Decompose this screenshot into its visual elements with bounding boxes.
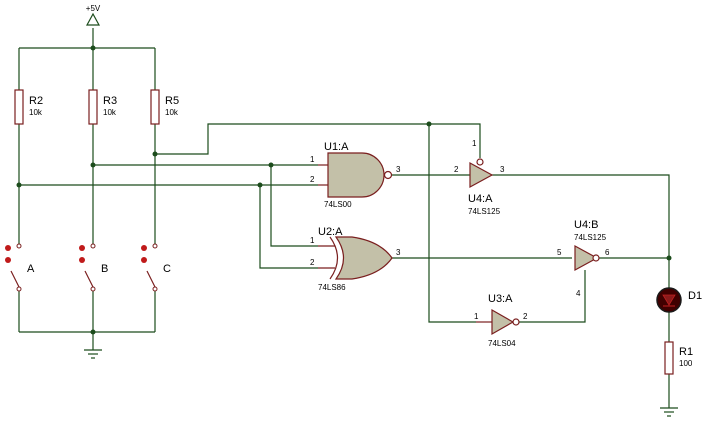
- pin-number: 2: [454, 165, 459, 174]
- resistor-ref: R3: [103, 95, 117, 107]
- switch-label: A: [27, 263, 35, 275]
- switch-label: C: [163, 263, 171, 275]
- switch-label: B: [101, 263, 108, 275]
- ground-symbol: [84, 349, 102, 359]
- pin-number: 1: [472, 139, 477, 148]
- gate-ref: U2:A: [318, 226, 343, 238]
- inverter-u3a: U3:A 74LS04 1 2: [474, 293, 528, 348]
- pin-number: 3: [396, 165, 401, 174]
- resistor-r5: R5 10k: [150, 89, 179, 125]
- pin-number: 3: [396, 248, 401, 257]
- led-d1: D1: [656, 287, 702, 313]
- gate-part: 74LS04: [488, 339, 516, 348]
- xor-gate-u2a: U2:A 74LS86 1 2 3: [310, 226, 401, 292]
- resistor-r1: R1 100: [664, 341, 693, 375]
- tristate-buffer-u4b: U4:B 74LS125 4 5 6: [557, 219, 610, 298]
- pin-number: 6: [605, 248, 610, 257]
- switch-a[interactable]: A: [5, 243, 35, 292]
- switch-b[interactable]: B: [79, 243, 108, 292]
- gate-part: 74LS125: [574, 233, 607, 242]
- gate-ref: U1:A: [324, 141, 349, 153]
- tristate-buffer-u4a: U4:A 74LS125 1 2 3: [454, 139, 505, 216]
- resistor-ref: R5: [165, 95, 179, 107]
- junctions: [16, 45, 672, 335]
- ground-symbol: [660, 407, 678, 417]
- power-terminal: +5V: [86, 4, 101, 26]
- pin-number: 1: [310, 155, 315, 164]
- led-ref: D1: [688, 290, 702, 302]
- resistor-value: 10k: [103, 108, 117, 117]
- resistor-r3: R3 10k: [88, 89, 117, 125]
- switch-c[interactable]: C: [141, 243, 171, 292]
- pin-number: 3: [500, 165, 505, 174]
- power-label: +5V: [86, 4, 101, 13]
- gate-part: 74LS00: [324, 200, 352, 209]
- gate-ref: U3:A: [488, 293, 513, 305]
- pin-number: 4: [576, 289, 581, 298]
- resistor-ref: R2: [29, 95, 43, 107]
- pin-number: 2: [310, 175, 315, 184]
- resistor-value: 10k: [165, 108, 179, 117]
- resistor-value: 100: [679, 359, 693, 368]
- pin-number: 5: [557, 248, 562, 257]
- nand-gate-u1a: U1:A 74LS00 1 2 3: [310, 141, 401, 209]
- pin-number: 1: [310, 236, 315, 245]
- gate-part: 74LS86: [318, 283, 346, 292]
- gate-ref: U4:B: [574, 219, 598, 231]
- pin-number: 2: [310, 258, 315, 267]
- pin-number: 2: [523, 312, 528, 321]
- resistor-value: 10k: [29, 108, 43, 117]
- gate-part: 74LS125: [468, 207, 501, 216]
- resistor-r2: R2 10k: [14, 89, 43, 125]
- gate-ref: U4:A: [468, 193, 493, 205]
- wires: [18, 28, 670, 408]
- pin-number: 1: [474, 312, 479, 321]
- resistor-ref: R1: [679, 346, 693, 358]
